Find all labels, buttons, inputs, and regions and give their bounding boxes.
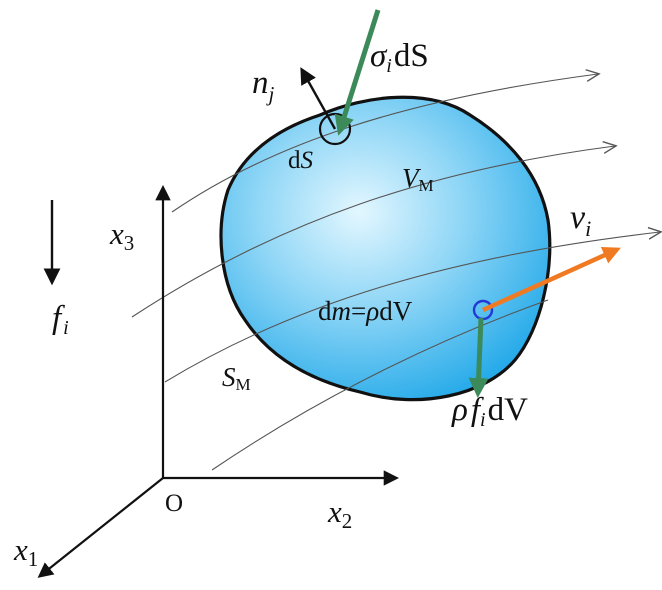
normal-label: nj bbox=[252, 65, 275, 106]
body-force-element-label: ρfidV bbox=[451, 392, 528, 431]
x1-label: x1 bbox=[13, 532, 38, 571]
body-force-element-arrow bbox=[468, 317, 489, 398]
velocity-arrow bbox=[482, 246, 621, 313]
velocity-label: vi bbox=[570, 199, 591, 241]
mass-element-label: dm=ρdV bbox=[318, 296, 413, 326]
streamline-3 bbox=[164, 232, 660, 383]
surface-label: SM bbox=[222, 362, 251, 394]
surface-element-label: dS bbox=[288, 147, 314, 174]
material-body bbox=[219, 95, 552, 402]
traction-arrow bbox=[334, 9, 381, 136]
x2-label: x2 bbox=[327, 494, 352, 533]
coordinate-axes bbox=[37, 184, 400, 578]
x3-label: x3 bbox=[109, 216, 134, 255]
x1-axis bbox=[37, 477, 164, 578]
traction-label: σidS bbox=[370, 38, 429, 77]
streamline-4 bbox=[211, 299, 549, 471]
streamline-2 bbox=[131, 146, 615, 318]
origin-label: O bbox=[165, 490, 183, 517]
normal-vector-arrow bbox=[300, 67, 337, 130]
volume-label: VM bbox=[402, 163, 434, 195]
